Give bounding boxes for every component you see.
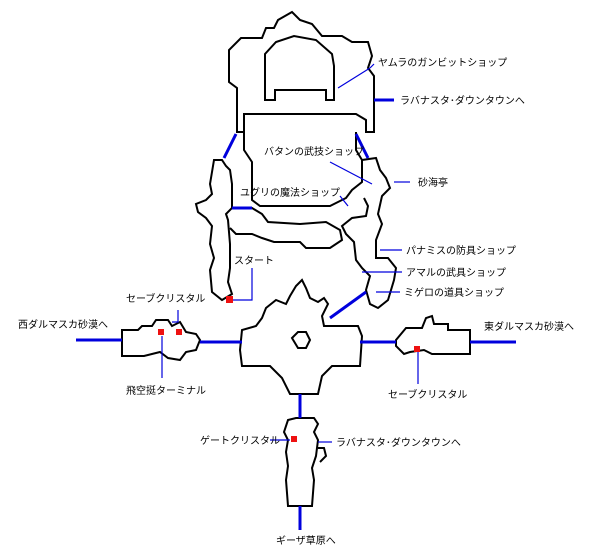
east-gate-building-outline bbox=[395, 314, 471, 356]
central-plaza-outline bbox=[238, 278, 364, 395]
leader-lines bbox=[161, 63, 419, 443]
leader-start bbox=[232, 268, 253, 301]
label-aerodrome-terminal: 飛空挺ターミナル bbox=[126, 384, 206, 397]
south-gate-side-notch bbox=[318, 447, 328, 463]
label-sandsea-inn: 砂海亭 bbox=[418, 176, 448, 189]
aerodrome-terminal-marker[interactable] bbox=[158, 329, 164, 335]
start-marker[interactable] bbox=[226, 296, 233, 303]
label-gate-crystal: ゲートクリスタル bbox=[200, 435, 280, 447]
label-west-dalmasca-desert: 西ダルマスカ砂漠へ bbox=[18, 318, 108, 331]
leader-batan bbox=[329, 161, 373, 185]
leader-yuguri bbox=[339, 195, 349, 207]
middle-hall-outline bbox=[229, 207, 344, 249]
passage-palace-east-diag bbox=[354, 133, 370, 159]
label-yamura-gambit-shop: ヤムラのガンビットショップ bbox=[378, 57, 507, 69]
label-rabanastre-downtown-south: ラバナスタ･ダウンタウンへ bbox=[336, 436, 461, 449]
label-start: スタート bbox=[234, 255, 274, 267]
leader-save-west bbox=[172, 310, 179, 323]
central-corridor-outline bbox=[243, 132, 363, 207]
west-gate-building-outline bbox=[121, 319, 202, 362]
passage-palace-west-diag bbox=[222, 133, 238, 159]
passage-plaza-to-shops bbox=[329, 290, 367, 320]
label-east-dalmasca-desert: 東ダルマスカ砂漠へ bbox=[484, 320, 574, 333]
label-save-crystal-west: セーブクリスタル bbox=[126, 292, 205, 305]
label-save-crystal-east: セーブクリスタル bbox=[388, 388, 467, 401]
label-panamis-armor-shop: パナミスの防具ショップ bbox=[406, 244, 516, 257]
save-crystal-west-marker[interactable] bbox=[176, 329, 182, 335]
east-shops-outline bbox=[340, 156, 398, 310]
leader-yamura bbox=[337, 67, 371, 89]
label-yuguri-magic-shop: ユグリの魔法ショップ bbox=[240, 186, 340, 199]
passages bbox=[76, 98, 516, 530]
label-giza-plains: ギーザ草原へ bbox=[276, 535, 336, 547]
north-palace-outline bbox=[228, 10, 375, 133]
label-amal-weapon-shop: アマルの武具ショップ bbox=[406, 266, 506, 279]
markers bbox=[158, 296, 420, 442]
north-palace-inner-hall bbox=[264, 34, 335, 101]
label-batan-technique-shop: バタンの武技ショップ bbox=[264, 145, 364, 158]
leader-yamura-tick bbox=[369, 63, 375, 69]
save-crystal-east-marker[interactable] bbox=[414, 346, 420, 352]
gate-crystal-marker[interactable] bbox=[291, 436, 297, 442]
south-gate-tower-outline bbox=[282, 417, 320, 507]
labels: ヤムラのガンビットショップ ラバナスタ･ダウンタウンへ バタンの武技ショップ 砂… bbox=[18, 57, 574, 547]
label-migelo-item-shop: ミゲロの道具ショップ bbox=[404, 286, 504, 299]
west-tower-outline bbox=[194, 159, 234, 302]
plaza-fountain bbox=[290, 331, 312, 349]
label-rabanastre-downtown-top: ラバナスタ･ダウンタウンへ bbox=[400, 94, 525, 107]
